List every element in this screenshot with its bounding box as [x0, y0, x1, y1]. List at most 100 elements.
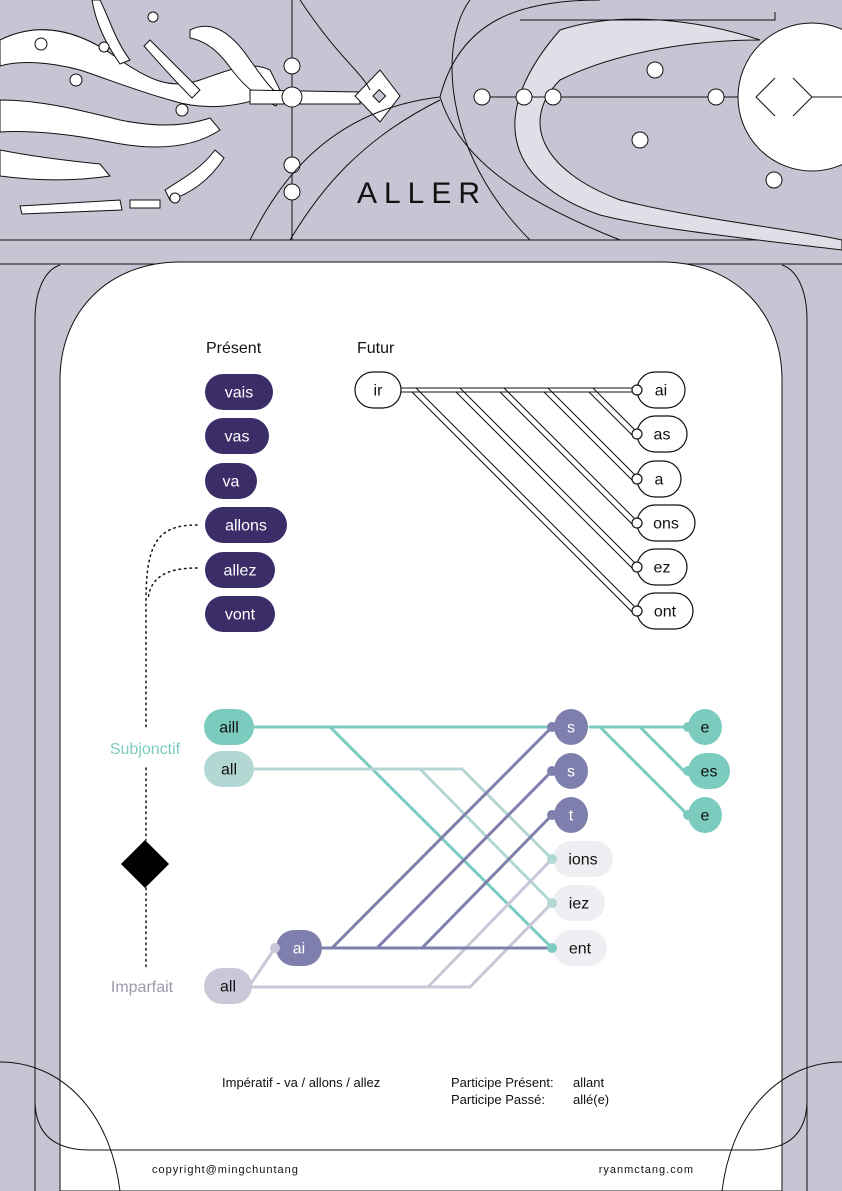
pivot-ending-dot-0	[547, 722, 557, 732]
subjonctif-stem-1-label: all	[221, 762, 237, 779]
futur-ending-5: ont	[636, 592, 694, 630]
participe-passe-value: allé(e)	[573, 1092, 609, 1107]
diamond-marker	[120, 839, 170, 889]
pivot-ending-dot-1	[547, 766, 557, 776]
present-form-5-label: vont	[225, 607, 256, 624]
futur-connector-lines	[398, 387, 638, 614]
imparfait-stem-label: all	[220, 979, 236, 996]
shared-ending-dot-0	[547, 854, 557, 864]
imparfait-mid: ai	[276, 930, 322, 966]
present-form-0-label: vais	[225, 385, 253, 402]
futur-ending-0-label: ai	[655, 383, 667, 400]
futur-ending-3-label: ons	[653, 516, 679, 533]
shared-ending-1-label: iez	[569, 896, 589, 913]
page-title: ALLER	[357, 177, 487, 210]
futur-ending-dot-4	[631, 561, 643, 573]
imp-all-to-iez-line	[418, 901, 554, 989]
subjonctif-stem-1: all	[204, 751, 254, 787]
present-form-3: allons	[205, 507, 287, 543]
subjonctif-ending-0-label: e	[701, 720, 710, 737]
present-forms: vais vas va allons allez vont	[205, 374, 287, 632]
futur-ending-dot-5	[631, 605, 643, 617]
present-form-0: vais	[205, 374, 273, 410]
present-form-2-label: va	[223, 474, 240, 491]
futur-ending-dot-0	[631, 384, 643, 396]
present-heading: Présent	[206, 340, 262, 357]
pivot-ending-1-label: s	[567, 764, 575, 781]
futur-ending-2: a	[636, 460, 682, 498]
shared-ending-1: iez	[553, 885, 605, 921]
futur-ending-1-label: as	[654, 427, 671, 444]
pivot-ending-1: s	[554, 753, 588, 789]
ai-to-s2-line	[375, 769, 554, 950]
pivot-ending-2: t	[554, 797, 588, 833]
imparfait-mid-dot	[270, 943, 280, 953]
header-decoration	[0, 0, 842, 251]
subjonctif-ending-dot-0	[683, 722, 693, 732]
imp-all-to-ai-line	[248, 946, 277, 987]
website-text: ryanmctang.com	[599, 1164, 694, 1176]
pivot-ending-0-label: s	[567, 720, 575, 737]
futur-ending-5-label: ont	[654, 604, 677, 621]
futur-ending-1: as	[636, 415, 688, 453]
futur-heading: Futur	[357, 340, 395, 357]
present-form-3-label: allons	[225, 518, 267, 535]
futur-line-inner-4	[398, 391, 634, 570]
subjonctif-imparfait-forms: aill all all ai s s t ions iez ent e es e	[204, 709, 730, 1004]
futur-ending-2-label: a	[655, 472, 664, 489]
futur-forms: ir ai as a ons ez ont	[354, 371, 696, 630]
subjonctif-stem-0: aill	[204, 709, 254, 745]
participe-present-value: allant	[573, 1075, 604, 1090]
subjonctif-ending-1-label: es	[701, 764, 718, 781]
futur-stem: ir	[354, 371, 402, 409]
pivot-ending-0: s	[554, 709, 588, 745]
shared-ending-dot-1	[547, 898, 557, 908]
dotted-connectors	[145, 524, 198, 969]
participe-present-label: Participe Présent:	[451, 1075, 554, 1090]
futur-line-4	[398, 387, 638, 566]
imparfait-mid-label: ai	[293, 941, 305, 958]
present-form-5: vont	[205, 596, 275, 632]
pivot-ending-2-label: t	[569, 808, 574, 825]
futur-ending-4-label: ez	[654, 560, 671, 577]
ai-to-s1-line	[330, 725, 554, 950]
futur-ending-dot-2	[631, 473, 643, 485]
s-to-e2-line	[598, 725, 690, 817]
futur-line-5	[398, 387, 638, 610]
present-form-4-label: allez	[224, 563, 257, 580]
present-form-2: va	[205, 463, 257, 499]
subjonctif-ending-1: es	[688, 753, 730, 789]
subjonctif-ending-0: e	[688, 709, 722, 745]
shared-ending-dot-2	[547, 943, 557, 953]
subjonctif-ending-dot-2	[683, 810, 693, 820]
futur-ending-4: ez	[636, 548, 688, 586]
imparfait-stem: all	[204, 968, 252, 1004]
present-form-1-label: vas	[225, 429, 250, 446]
subjonctif-ending-2-label: e	[701, 808, 710, 825]
pivot-ending-dot-2	[547, 810, 557, 820]
futur-line-inner-5	[398, 391, 634, 614]
futur-ending-0: ai	[636, 371, 686, 409]
imperatif-text: Impératif - va / allons / allez	[222, 1075, 380, 1090]
futur-ending-3: ons	[636, 504, 696, 542]
imparfait-label: Imparfait	[111, 979, 174, 996]
shared-ending-2: ent	[553, 930, 607, 966]
shared-ending-0-label: ions	[568, 852, 597, 869]
all-to-ions-line	[248, 767, 554, 861]
subjonctif-ending-dot-1	[683, 766, 693, 776]
ai-to-t-line	[420, 813, 554, 950]
shared-ending-0: ions	[553, 841, 613, 877]
shared-ending-2-label: ent	[569, 941, 592, 958]
present-form-1: vas	[205, 418, 269, 454]
futur-stem-label: ir	[374, 383, 384, 400]
subjonctif-ending-2: e	[688, 797, 722, 833]
futur-ending-dot-3	[631, 517, 643, 529]
participe-passe-label: Participe Passé:	[451, 1092, 545, 1107]
present-form-4: allez	[205, 552, 275, 588]
copyright-text: copyright@mingchuntang	[152, 1164, 299, 1176]
futur-ending-dot-1	[631, 428, 643, 440]
subjonctif-label: Subjonctif	[110, 741, 181, 758]
subjonctif-imparfait-lines	[248, 725, 690, 989]
subjonctif-stem-0-label: aill	[219, 720, 239, 737]
